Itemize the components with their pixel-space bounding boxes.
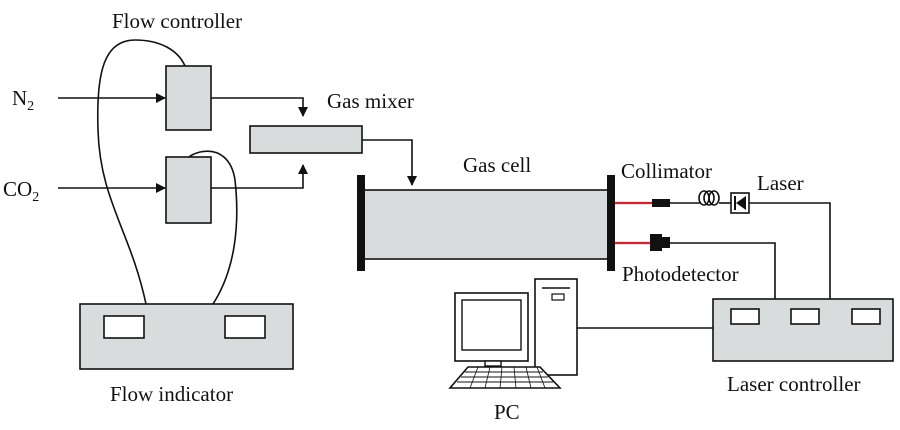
cable-indicator-to-co2-controller: [188, 150, 238, 305]
n2-to-mixer-line: [211, 97, 308, 117]
co2-to-mixer-line: [211, 164, 308, 189]
flow-indicator-display-1: [103, 315, 145, 339]
laser-controller-display-2: [790, 308, 820, 325]
laser-controller-display-1: [730, 308, 760, 325]
pc-label: PC: [494, 400, 520, 424]
laser-label: Laser: [757, 171, 804, 195]
pc-icon: [448, 278, 578, 389]
co2-label: CO2: [3, 177, 39, 205]
gas-mixer-label: Gas mixer: [327, 89, 414, 113]
mixer-to-cell-line: [362, 139, 417, 186]
n2-label: N2: [12, 86, 34, 114]
laser-diode: [730, 192, 750, 214]
gas-mixer: [249, 125, 363, 154]
gas-cell-label: Gas cell: [463, 153, 531, 177]
fiber-coil: [698, 190, 720, 206]
collimator-label: Collimator: [621, 159, 712, 183]
flow-indicator-label: Flow indicator: [110, 382, 233, 406]
gas-cell-window-left: [357, 175, 365, 271]
laser-controller-label: Laser controller: [727, 372, 861, 396]
gas-cell-window-right: [607, 175, 615, 271]
cable-indicator-to-n2-controller: [96, 39, 186, 305]
photodetector-label: Photodetector: [622, 262, 739, 286]
flow-indicator-display-2: [224, 315, 266, 339]
flow-controller-n2: [165, 65, 212, 131]
photodetector: [650, 234, 670, 251]
laser-to-controller-line: [749, 202, 831, 304]
gas-cell: [362, 189, 610, 260]
flow-controller-label: Flow controller: [112, 9, 242, 33]
laser-controller-display-3: [851, 308, 881, 325]
photodetector-to-controller-line: [670, 242, 776, 304]
collimator: [652, 199, 670, 207]
flow-controller-co2: [165, 156, 212, 224]
